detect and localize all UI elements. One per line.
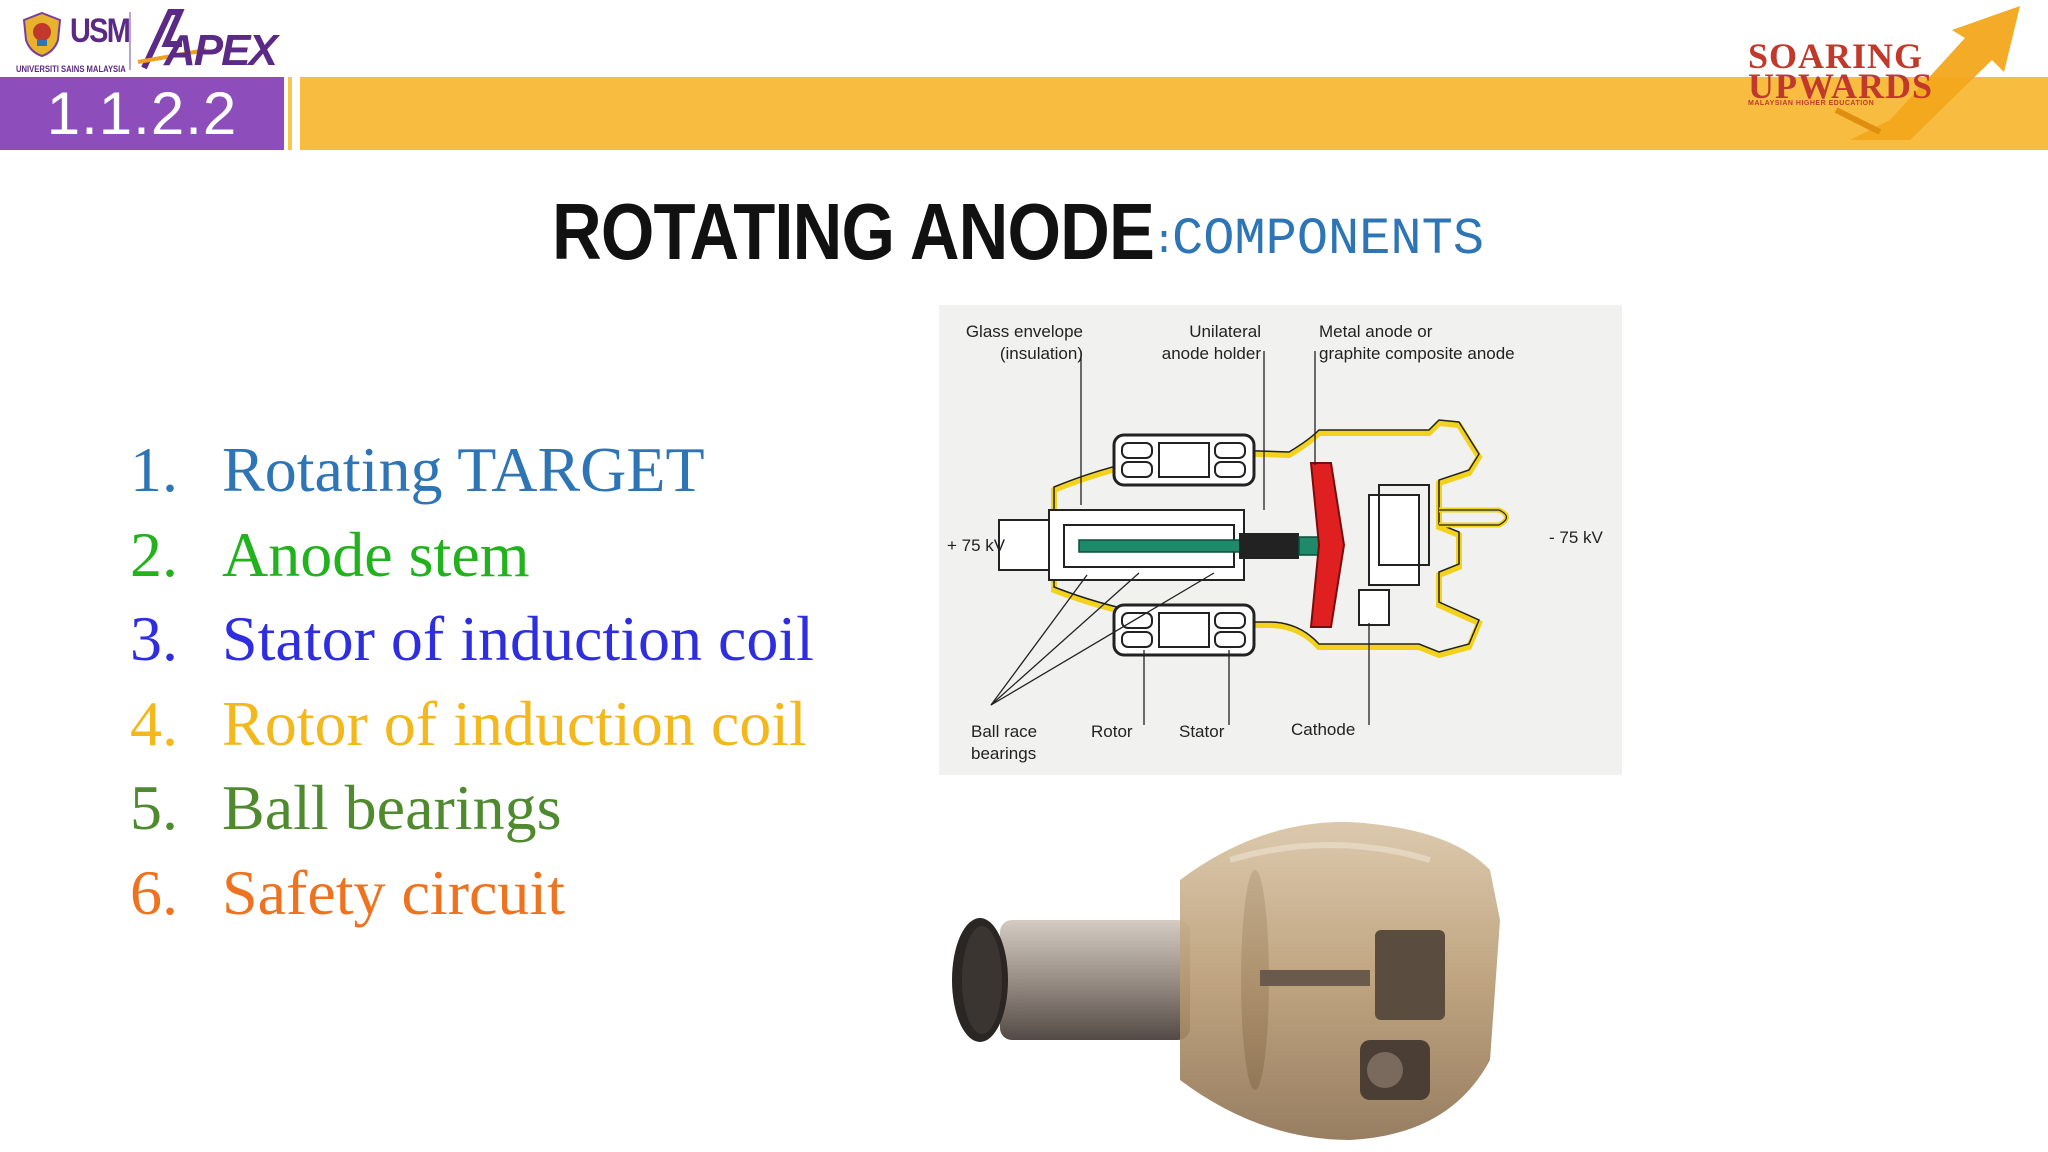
title-main: ROTATING ANODE bbox=[552, 187, 1155, 276]
label-anode-holder-line1: Unilateral bbox=[1189, 322, 1261, 341]
title-sub: COMPONENTS bbox=[1172, 210, 1485, 269]
xray-tube-schematic bbox=[990, 351, 1509, 725]
list-item: 5. Ball bearings bbox=[130, 766, 814, 851]
label-minus-voltage: - 75 kV bbox=[1549, 528, 1603, 547]
label-ball-race: Ball race bearings bbox=[971, 721, 1037, 765]
list-item: 3. Stator of induction coil bbox=[130, 597, 814, 682]
label-plus-voltage: + 75 kV bbox=[947, 536, 1006, 555]
logo-divider bbox=[129, 12, 131, 70]
list-item-label: Anode stem bbox=[222, 518, 530, 590]
soaring-line1: SOARING bbox=[1748, 36, 1924, 76]
slide-title: ROTATING ANODE : COMPONENTS bbox=[552, 186, 1672, 278]
header-bar-gap bbox=[288, 77, 292, 150]
soaring-upwards-logo: SOARING UPWARDS MALAYSIAN HIGHER EDUCATI… bbox=[1740, 0, 2040, 152]
list-item: 4. Rotor of induction coil bbox=[130, 682, 814, 767]
xray-tube-image bbox=[952, 821, 1500, 1140]
label-glass-envelope-line1: Glass envelope bbox=[965, 322, 1083, 341]
usm-subtitle: UNIVERSITI SAINS MALAYSIA bbox=[16, 64, 126, 74]
stator-bottom bbox=[1112, 603, 1256, 657]
xray-tube-photo bbox=[930, 800, 1630, 1152]
label-metal-anode: Metal anode or graphite composite anode bbox=[1319, 321, 1515, 365]
list-item: 2. Anode stem bbox=[130, 513, 814, 598]
component-list: 1. Rotating TARGET 2. Anode stem 3. Stator … bbox=[130, 428, 814, 935]
usm-crest-icon bbox=[22, 11, 62, 58]
list-item-number: 1. bbox=[130, 434, 178, 505]
apex-logo: APEX bbox=[136, 6, 278, 75]
label-anode-holder: Unilateral anode holder bbox=[1139, 321, 1261, 365]
list-item-number: 6. bbox=[130, 856, 178, 928]
list-item-number: 3. bbox=[130, 603, 178, 674]
label-glass-envelope: Glass envelope (insulation) bbox=[945, 321, 1083, 365]
usm-logo-text: USM bbox=[70, 12, 131, 50]
list-item-number: 4. bbox=[130, 687, 178, 759]
usm-logo: USM UNIVERSITI SAINS MALAYSIA bbox=[14, 6, 131, 74]
list-item: 1. Rotating TARGET bbox=[130, 428, 814, 513]
soaring-line2: UPWARDS bbox=[1748, 66, 1934, 106]
label-stator: Stator bbox=[1179, 722, 1225, 741]
xray-tube-diagram: Glass envelope (insulation) Unilateral a… bbox=[939, 305, 1622, 775]
label-cathode: Cathode bbox=[1291, 720, 1356, 739]
section-number-tab: 1.1.2.2 bbox=[0, 77, 284, 150]
apex-logo-text: APEX bbox=[164, 26, 278, 75]
list-item-label: Stator of induction coil bbox=[222, 603, 814, 674]
title-separator: : bbox=[1152, 220, 1177, 265]
label-ball-race-line1: Ball race bbox=[971, 722, 1038, 741]
label-metal-anode-line1: Metal anode or bbox=[1319, 322, 1433, 341]
list-item-number: 5. bbox=[130, 772, 178, 843]
soaring-arrow-icon bbox=[1834, 6, 2020, 140]
label-anode-holder-line2: anode holder bbox=[1161, 344, 1261, 363]
list-item-label: Safety circuit bbox=[222, 856, 565, 928]
stator-top bbox=[1112, 433, 1256, 487]
list-item-label: Rotating TARGET bbox=[222, 434, 705, 505]
section-number: 1.1.2.2 bbox=[46, 80, 238, 147]
label-metal-anode-line2: graphite composite anode bbox=[1319, 344, 1515, 363]
soaring-tagline: MALAYSIAN HIGHER EDUCATION bbox=[1748, 100, 1875, 107]
list-item-label: Ball bearings bbox=[222, 772, 562, 843]
list-item-label: Rotor of induction coil bbox=[222, 687, 807, 759]
label-glass-envelope-line2: (insulation) bbox=[999, 344, 1083, 363]
apex-arrow-icon bbox=[137, 9, 207, 70]
list-item: 6. Safety circuit bbox=[130, 851, 814, 936]
list-item-number: 2. bbox=[130, 518, 178, 590]
anode-disk-shape bbox=[1309, 462, 1346, 628]
cathode-shape bbox=[1368, 494, 1420, 586]
header-gold-bar bbox=[300, 77, 2048, 150]
label-rotor: Rotor bbox=[1091, 722, 1133, 741]
label-ball-race-line2: bearings bbox=[971, 744, 1037, 763]
